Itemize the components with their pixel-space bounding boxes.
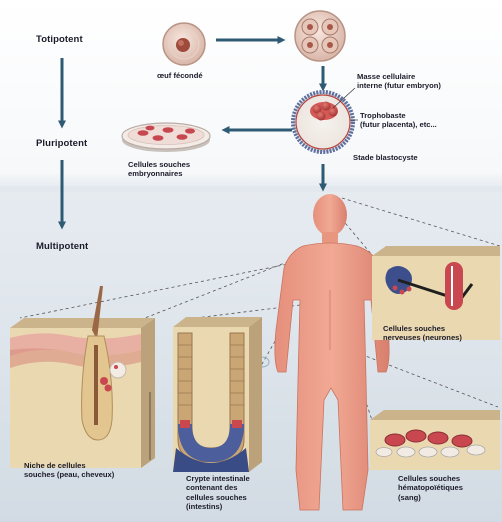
label-blastocyst-stage: Stade blastocyste [353,153,418,162]
level-multipotent: Multipotent [36,241,89,252]
label-fertilized-egg: œuf fécondé [157,71,203,80]
band-divider [0,186,502,192]
level-pluripotent: Pluripotent [36,138,88,149]
leader-inner-mass [332,87,356,109]
label-embryonic-stem-cells: Cellules souches embryonnaires [128,160,191,179]
level-totipotent: Totipotent [36,34,83,45]
fertilized-egg-icon [162,22,206,66]
label-intestinal-crypt: Crypte intestinale contenant des cellule… [186,474,250,512]
intestinal-crypt-panel [173,317,262,472]
morula-icon [294,10,346,62]
label-neural-stem-cells: Cellules souches nerveuses (neurones) [383,324,462,343]
petri-dish-icon [121,122,211,152]
blood-panel [370,410,500,470]
neural-panel [372,246,500,340]
label-hematopoietic-stem-cells: Cellules souches hématopoïétiques (sang) [398,474,463,502]
skin-niche-panel [10,286,155,468]
label-inner-cell-mass: Masse cellulaire interne (futur embryon) [357,72,441,91]
label-skin-niche: Niche de cellules souches (peau, cheveux… [24,461,115,480]
blastocyst-icon [291,90,355,154]
label-trophoblast: Trophobaste (futur placenta), etc... [360,111,437,130]
human-body-icon [254,194,390,511]
